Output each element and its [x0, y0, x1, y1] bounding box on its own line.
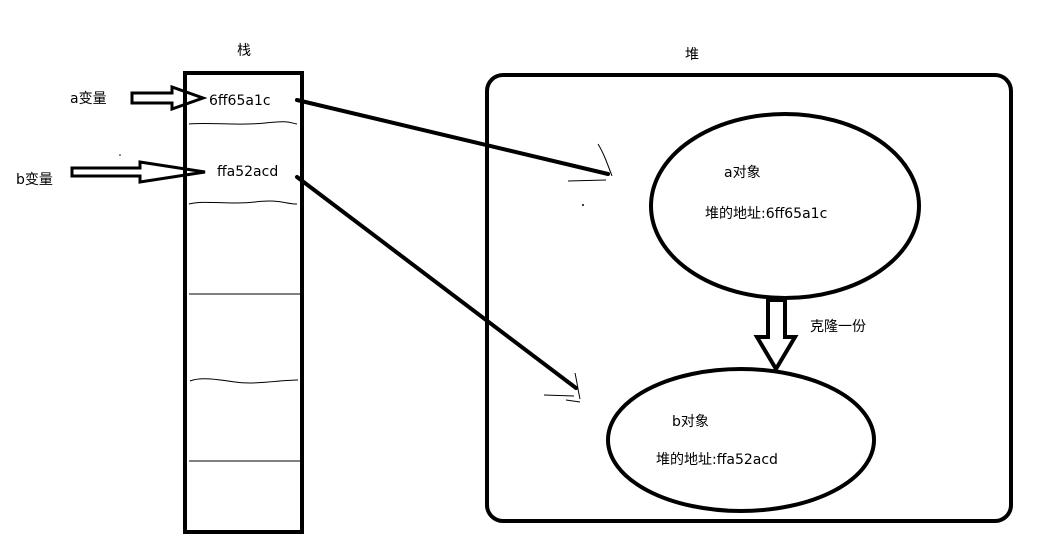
- clone-label: 克隆一份: [810, 319, 866, 335]
- stack-separator: [188, 121, 298, 125]
- pointer-a-tick: [567, 143, 613, 182]
- stack-separator: [188, 200, 298, 205]
- pointer-b-tick: [543, 372, 581, 403]
- pointer-b-line: [295, 175, 578, 390]
- stray-dot: [119, 154, 121, 156]
- a-variable-label: a变量: [70, 91, 107, 107]
- b-variable-arrow: [70, 160, 206, 184]
- stack-cell-b-address: ffa52acd: [217, 164, 279, 180]
- object-b-ellipse: [606, 367, 876, 513]
- stack-separator: [189, 378, 299, 384]
- heap-box: [485, 73, 1013, 523]
- stack-box: [183, 71, 304, 534]
- b-variable-label: b变量: [16, 172, 53, 188]
- heap-title: 堆: [685, 47, 699, 63]
- object-b-address: 堆的地址:ffa52acd: [656, 452, 778, 468]
- object-b-name: b对象: [672, 414, 709, 430]
- pointer-a-line: [295, 98, 610, 176]
- stray-dot: [582, 204, 584, 206]
- a-variable-arrow: [130, 84, 208, 112]
- stack-cell-a-address: 6ff65a1c: [209, 93, 271, 109]
- object-a-address: 堆的地址:6ff65a1c: [705, 206, 828, 222]
- stack-title: 栈: [237, 43, 251, 59]
- clone-arrow: [753, 298, 799, 373]
- object-a-name: a对象: [724, 165, 761, 181]
